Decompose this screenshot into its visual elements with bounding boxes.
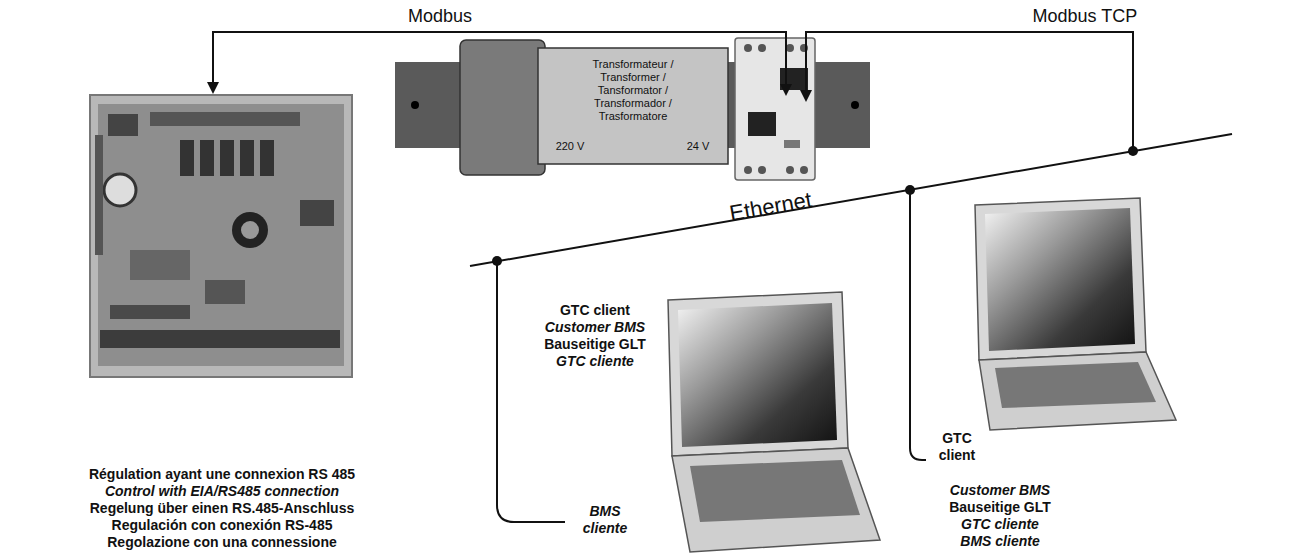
din-rail-assembly bbox=[395, 38, 870, 180]
node-text: Regelung über einen RS.485-Anschluss bbox=[90, 500, 355, 517]
node-text: GTC client bbox=[931, 430, 983, 464]
wire-label: Modbus bbox=[408, 6, 472, 27]
laptop-left bbox=[668, 292, 880, 552]
controller-node: Régulation ayant une connexion RS 485Con… bbox=[80, 385, 370, 554]
junction-dot bbox=[1128, 146, 1138, 156]
arrow-head bbox=[207, 82, 219, 94]
node-text: Bauseitige GLT bbox=[949, 499, 1051, 516]
node-text: Regulación con conexión RS-485 bbox=[112, 517, 333, 534]
bms-client-node: GTC clientCustomer BMSBauseitige GLTGTC … bbox=[925, 425, 1085, 553]
node-text: BMS cliente bbox=[574, 503, 636, 537]
wire-label: Modbus TCP bbox=[1033, 6, 1138, 27]
bms-client-node: GTC clientCustomer BMSBauseitige GLTGTC … bbox=[530, 280, 670, 540]
modbus-wire bbox=[213, 32, 1133, 151]
node-text: Transformateur / Transformer / Tansforma… bbox=[571, 58, 695, 123]
controller-board bbox=[90, 95, 352, 377]
node-text: Customer BMS bbox=[950, 482, 1050, 499]
node-text: Customer BMS bbox=[545, 319, 645, 336]
node-text: Régulation ayant une connexion RS 485 bbox=[89, 466, 355, 483]
node-text: 220 V bbox=[556, 140, 585, 153]
node-text: 24 V bbox=[687, 140, 710, 153]
arrow-head bbox=[780, 84, 792, 96]
laptop-right bbox=[975, 198, 1176, 430]
branch-wire bbox=[497, 261, 565, 522]
transformer-node: Transformateur / Transformer / Tansforma… bbox=[540, 50, 726, 162]
node-text: BMS cliente bbox=[960, 533, 1039, 550]
node-text: Control with EIA/RS485 connection bbox=[105, 483, 339, 500]
node-text: GTC cliente bbox=[556, 353, 634, 370]
arrow-head bbox=[800, 90, 812, 102]
node-text: Bauseitige GLT bbox=[544, 336, 646, 353]
node-text: GTC cliente bbox=[961, 516, 1039, 533]
node-text: GTC client bbox=[560, 302, 630, 319]
wire-label: Ethernet bbox=[727, 189, 813, 224]
node-text: Regolazione con una connessione bbox=[107, 534, 336, 551]
branch-wire bbox=[910, 190, 926, 460]
